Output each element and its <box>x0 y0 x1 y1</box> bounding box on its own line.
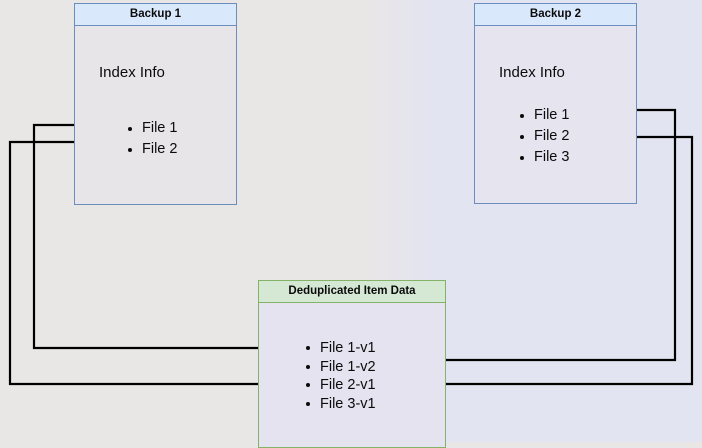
list-item[interactable]: File 3 <box>517 147 569 168</box>
backup-2-body: Index Info File 1 File 2 File 3 <box>475 26 636 203</box>
backup-2-file-list: File 1 File 2 File 3 <box>517 105 569 168</box>
list-item[interactable]: File 1-v2 <box>303 358 376 377</box>
backup-1-title: Backup 1 <box>75 4 236 26</box>
list-item[interactable]: File 1-v1 <box>303 339 376 358</box>
list-item[interactable]: File 1 <box>517 105 569 126</box>
list-item[interactable]: File 3-v1 <box>303 395 376 414</box>
backup-2-node[interactable]: Backup 2 Index Info File 1 File 2 File 3 <box>474 3 637 204</box>
list-item[interactable]: File 2-v1 <box>303 376 376 395</box>
list-item[interactable]: File 2 <box>125 139 177 160</box>
deduplicated-item-data-title: Deduplicated Item Data <box>259 281 445 303</box>
deduplicated-item-data-body: File 1-v1 File 1-v2 File 2-v1 File 3-v1 <box>259 303 445 447</box>
backup-1-body: Index Info File 1 File 2 <box>75 26 236 204</box>
backup-1-file-list: File 1 File 2 <box>125 118 177 160</box>
backup-2-title: Backup 2 <box>475 4 636 26</box>
list-item[interactable]: File 2 <box>517 126 569 147</box>
deduplicated-item-list: File 1-v1 File 1-v2 File 2-v1 File 3-v1 <box>303 339 376 413</box>
backup-2-index-label: Index Info <box>499 64 565 81</box>
deduplicated-item-data-node[interactable]: Deduplicated Item Data File 1-v1 File 1-… <box>258 280 446 448</box>
backup-1-node[interactable]: Backup 1 Index Info File 1 File 2 <box>74 3 237 205</box>
list-item[interactable]: File 1 <box>125 118 177 139</box>
backup-1-index-label: Index Info <box>99 64 165 81</box>
